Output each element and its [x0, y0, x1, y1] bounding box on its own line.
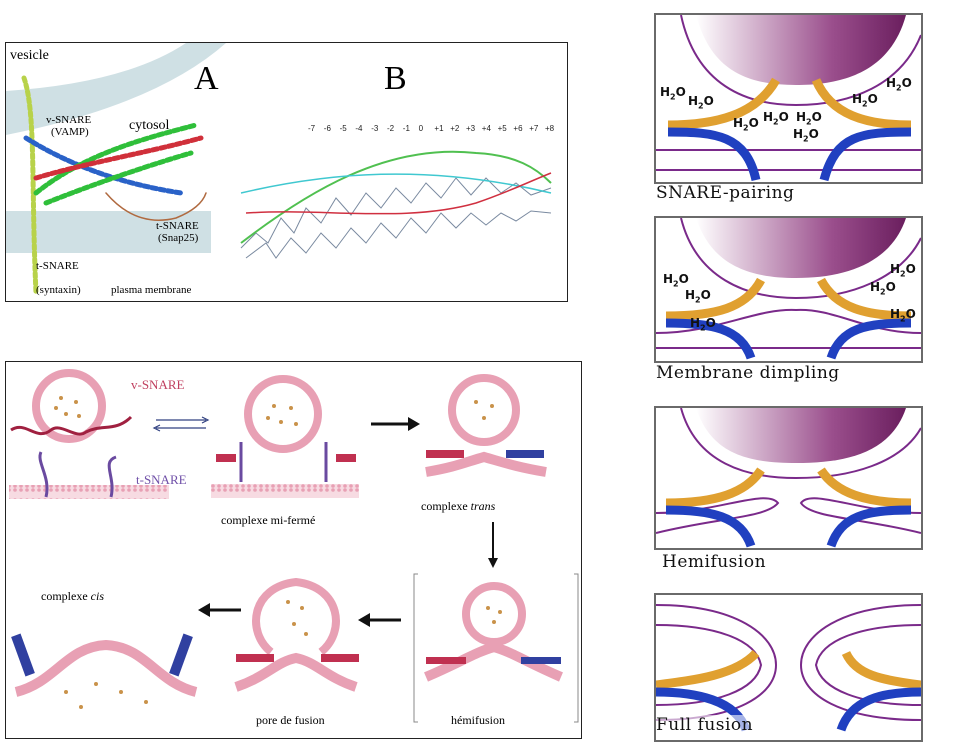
- layer-number: -1: [403, 124, 411, 133]
- vesicle-interior: [696, 15, 906, 85]
- helix-right-mi-ferme: [336, 454, 356, 462]
- pore-caption: pore de fusion: [256, 713, 325, 727]
- layer-number: +6: [513, 124, 523, 133]
- vesicle-pore: [252, 577, 340, 656]
- tsnare-right: [819, 127, 912, 182]
- vesicle-mi-ferme: [244, 375, 322, 453]
- tsnare-initial-left: [38, 451, 49, 498]
- tsnare-left: [667, 127, 761, 182]
- water-label: H2O: [852, 92, 878, 109]
- vesicle-interior: [696, 218, 906, 278]
- plasma-membrane-label: plasma membrane: [111, 284, 191, 296]
- snare-zero-layer-structure: [240, 150, 552, 259]
- snares-mi-ferme: [239, 442, 328, 482]
- membrane-dimpling-figure: [656, 218, 921, 360]
- vesicle-hemifusion: [462, 582, 526, 646]
- cis-caption: complexe cis: [41, 589, 104, 603]
- water-label: H2O: [660, 85, 686, 102]
- caption-snare-pairing: SNARE-pairing: [656, 183, 795, 203]
- layer-number: -5: [340, 124, 348, 133]
- hemifusion-caption: hémifusion: [451, 713, 505, 727]
- water-label: H2O: [886, 76, 912, 93]
- membrane-mi-ferme: [211, 484, 359, 498]
- layer-number: -2: [387, 124, 395, 133]
- vamp-label: (VAMP): [51, 126, 89, 138]
- equilibrium-arrows: [152, 416, 210, 432]
- vesicle-initial: [10, 369, 133, 443]
- syntaxin-label: (syntaxin): [36, 284, 81, 296]
- stage-hemifusion: [654, 406, 923, 550]
- helix-left-mi-ferme: [216, 454, 236, 462]
- vesicle-label: vesicle: [10, 48, 49, 63]
- cytosol-label: cytosol: [129, 118, 170, 133]
- layer-number: -3: [371, 124, 379, 133]
- snare-helix-bundle: [21, 75, 207, 296]
- layer-number: +1: [434, 124, 444, 133]
- water-label: H2O: [663, 272, 689, 289]
- vesicle-membrane-band: [6, 43, 226, 135]
- water-label: H2O: [870, 280, 896, 297]
- water-label: H2O: [890, 307, 916, 324]
- vsnare-right: [811, 78, 912, 130]
- hemifusion-bracket: [413, 573, 579, 723]
- fusion-cycle-figure: v-SNARE t-SNARE complexe mi-fermé com: [9, 369, 579, 727]
- panel-letter-a: A: [194, 60, 219, 97]
- mi-ferme-caption: complexe mi-fermé: [221, 513, 315, 527]
- water-label: H2O: [690, 316, 716, 333]
- layer-number: -7: [308, 124, 316, 133]
- snare-structure-panel: A B -7 -6 -5 -4 -3 -2 -1 0 +1 +2 +3 +4 +5 +6 +7 +8 vesi…: [5, 42, 568, 302]
- helix-right-trans: [506, 450, 544, 458]
- snare-pairing-figure: [656, 15, 921, 182]
- layer-number: +2: [450, 124, 460, 133]
- trans-caption: complexe trans: [421, 499, 496, 513]
- tsnare-initial-right: [107, 455, 117, 498]
- vsnare-caption: v-SNARE: [131, 377, 185, 392]
- layer-number: +8: [545, 124, 555, 133]
- tsnare-syn-label: t-SNARE: [36, 260, 79, 272]
- fusion-cycle-panel: v-SNARE t-SNARE complexe mi-fermé com: [5, 361, 582, 739]
- vsnare-label: v-SNARE: [46, 114, 92, 126]
- snap25-label: (Snap25): [158, 232, 199, 244]
- layer-number: -6: [324, 124, 332, 133]
- tsnare-caption: t-SNARE: [136, 472, 187, 487]
- water-label: H2O: [890, 262, 916, 279]
- water-label: H2O: [688, 94, 714, 111]
- stage-full-fusion: [654, 593, 923, 742]
- stage-membrane-dimpling: [654, 216, 923, 363]
- vsnare-left: [667, 77, 780, 130]
- snare-structure-figure: A B -7 -6 -5 -4 -3 -2 -1 0 +1 +2 +3 +4 +5 +6 +7 +8 vesi…: [6, 43, 555, 296]
- layer-number: +3: [466, 124, 476, 133]
- hemifusion-figure: [656, 408, 921, 548]
- water-label: H2O: [685, 288, 711, 305]
- tsnare-snap-label: t-SNARE: [156, 220, 199, 232]
- caption-full-fusion: Full fusion: [656, 715, 754, 735]
- water-label: H2O: [733, 116, 759, 133]
- layer-number: 0: [419, 124, 424, 133]
- layer-number: +5: [498, 124, 508, 133]
- membrane-cis: [14, 639, 198, 697]
- caption-membrane-dimpling: Membrane dimpling: [656, 363, 840, 383]
- panel-letter-b: B: [384, 60, 407, 97]
- water-label: H2O: [763, 110, 789, 127]
- layer-number: -4: [355, 124, 363, 133]
- layer-number: +4: [482, 124, 492, 133]
- layer-number-row: -7 -6 -5 -4 -3 -2 -1 0 +1 +2 +3 +4 +5 +6 +7 +8: [308, 124, 555, 133]
- layer-number: +7: [529, 124, 539, 133]
- helix-left-trans: [426, 450, 464, 458]
- water-label: H2O: [796, 110, 822, 127]
- caption-hemifusion: Hemifusion: [662, 552, 767, 572]
- membrane-hemifusion: [424, 641, 563, 682]
- vesicle-trans: [448, 374, 520, 446]
- water-label: H2O: [793, 127, 819, 144]
- membrane-pore: [234, 652, 358, 692]
- membrane-trans: [425, 451, 547, 477]
- stage-snare-pairing: [654, 13, 923, 184]
- membrane-initial: [9, 485, 169, 499]
